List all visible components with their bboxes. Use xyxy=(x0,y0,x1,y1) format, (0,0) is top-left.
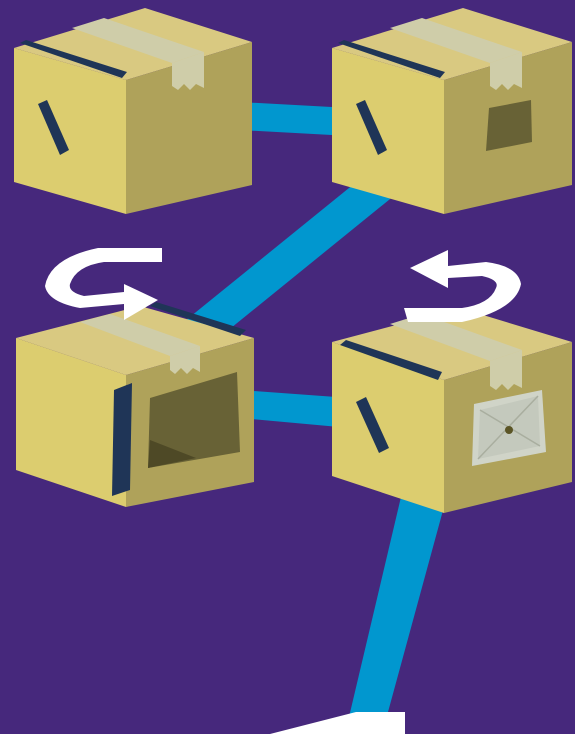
connector-2-3 xyxy=(180,175,395,345)
tape xyxy=(80,314,200,356)
rotate-arrow-left xyxy=(45,248,162,320)
rotate-arrow-icon xyxy=(45,248,162,320)
strap xyxy=(338,40,445,78)
tape xyxy=(390,314,522,361)
connector-4-down xyxy=(345,480,448,734)
tape-end xyxy=(490,52,522,90)
box-small-window xyxy=(332,8,572,214)
arrow-icon xyxy=(270,712,405,734)
strap-front xyxy=(356,100,387,155)
patch-pin xyxy=(505,426,513,434)
bottom-arrow xyxy=(270,712,405,734)
box-front xyxy=(332,48,444,214)
small-window xyxy=(486,100,532,151)
connector-3-4 xyxy=(240,390,350,428)
hole-shadow xyxy=(148,440,196,468)
hole xyxy=(148,372,240,468)
tape-end xyxy=(170,346,200,374)
box-patched xyxy=(332,308,572,513)
rotate-arrow-right xyxy=(404,250,521,322)
box-closed xyxy=(14,8,252,214)
box-front xyxy=(14,48,126,214)
tape xyxy=(72,18,204,63)
strap-front xyxy=(356,397,389,453)
rotate-arrow-icon xyxy=(404,250,521,322)
tape xyxy=(390,18,522,63)
strap xyxy=(150,302,246,336)
strap xyxy=(340,340,442,380)
strap-front xyxy=(38,100,69,155)
strap xyxy=(20,40,127,78)
tape-end xyxy=(490,350,522,390)
box-front xyxy=(16,338,126,507)
box-side xyxy=(126,42,252,214)
connector-1-2 xyxy=(240,102,350,136)
box-front xyxy=(332,342,444,513)
box-open-hole xyxy=(16,302,254,507)
tape-end xyxy=(172,52,204,90)
strap-front xyxy=(112,383,132,496)
connectors xyxy=(180,102,448,734)
